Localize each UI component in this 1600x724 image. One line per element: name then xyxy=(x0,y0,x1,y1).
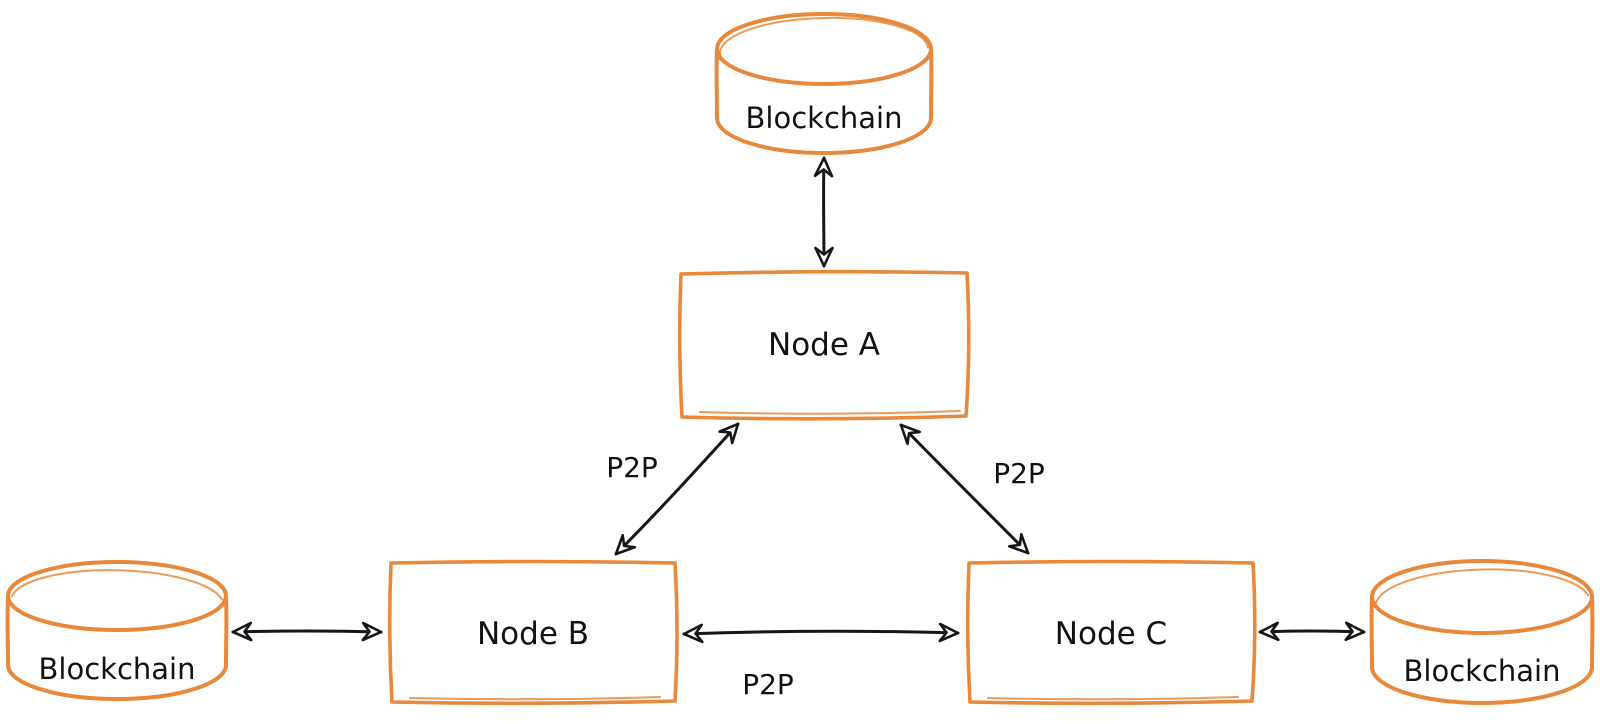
bidirectional-arrow xyxy=(1258,621,1366,642)
bidirectional-arrow xyxy=(614,422,740,556)
sketch-overdraw xyxy=(409,696,661,701)
rectangle-shape xyxy=(965,559,1257,706)
node-a-label: Node A xyxy=(768,327,880,363)
blockchain-right-label: Blockchain xyxy=(1404,654,1561,688)
bidirectional-arrow xyxy=(682,622,960,644)
edge-label-p2p-ac: P2P xyxy=(993,457,1045,490)
edge-label-p2p-ab: P2P xyxy=(606,451,658,484)
node-blockchain-left: Blockchain xyxy=(5,560,229,701)
node-b-label: Node B xyxy=(477,616,589,652)
node-blockchain-top: Blockchain xyxy=(714,12,934,155)
edge-label-p2p-bc: P2P xyxy=(742,668,794,701)
edge-left-blockchain-node-b xyxy=(231,621,383,642)
bidirectional-arrow xyxy=(899,423,1030,555)
node-a-box: Node A xyxy=(677,269,971,421)
node-b-box: Node B xyxy=(387,559,679,706)
edge-node-b-node-c: P2P xyxy=(682,622,960,701)
sketch-overdraw xyxy=(719,16,929,56)
edge-node-c-right-blockchain xyxy=(1258,621,1366,642)
database-cylinder-icon xyxy=(5,594,229,701)
database-cylinder-top xyxy=(1370,559,1594,635)
sketch-overdraw xyxy=(987,696,1239,701)
sketch-overdraw xyxy=(1375,568,1589,604)
rectangle-shape xyxy=(387,559,679,706)
edge-node-a-node-b: P2P xyxy=(606,422,740,556)
node-c-label: Node C xyxy=(1055,616,1167,652)
blockchain-left-label: Blockchain xyxy=(39,652,196,686)
database-cylinder-top xyxy=(715,12,933,86)
node-c-box: Node C xyxy=(965,559,1257,706)
rectangle-shape xyxy=(677,269,971,421)
sketch-overdraw xyxy=(10,569,223,601)
blockchain-top-label: Blockchain xyxy=(746,101,903,135)
sketch-overdraw xyxy=(699,410,961,415)
node-blockchain-right: Blockchain xyxy=(1369,559,1595,705)
database-cylinder-icon xyxy=(714,47,934,155)
database-cylinder-icon xyxy=(1369,595,1595,705)
database-cylinder-top xyxy=(6,560,228,632)
edge-node-a-node-c: P2P xyxy=(899,423,1045,555)
bidirectional-arrow xyxy=(231,621,383,642)
